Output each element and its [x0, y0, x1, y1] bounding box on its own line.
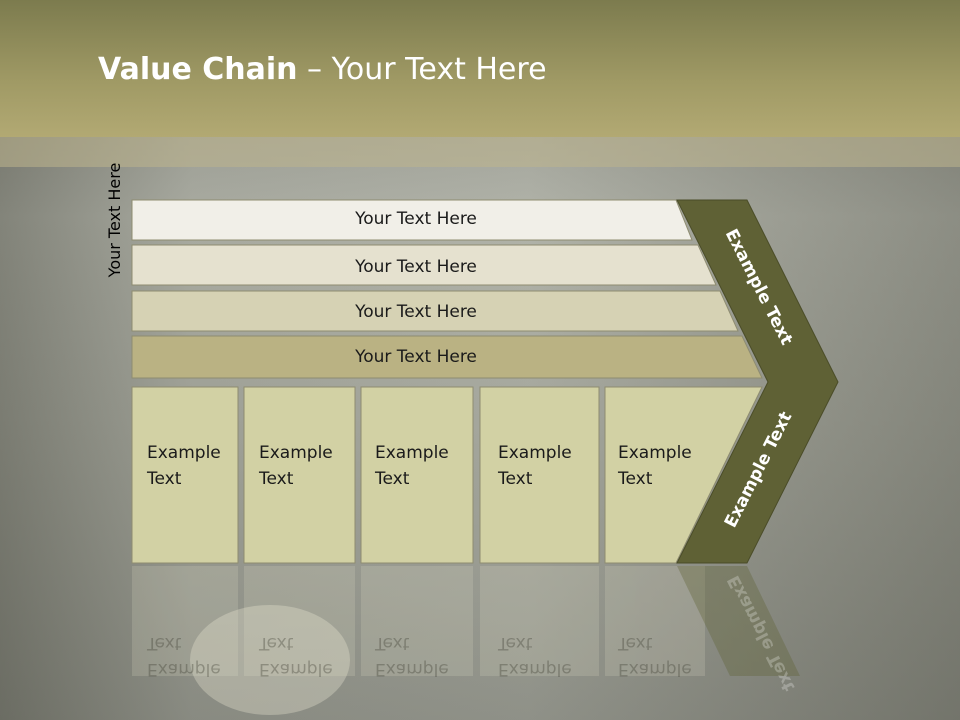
bar-3[interactable]	[131, 290, 739, 332]
header-band	[0, 0, 960, 137]
bar-4[interactable]	[131, 335, 763, 379]
bar-2-label: Your Text Here	[355, 257, 477, 277]
chevron-reflection	[677, 566, 800, 676]
header-sub-band	[0, 137, 960, 167]
page-title: Value Chain – Your Text Here	[98, 52, 547, 87]
reflection-group	[132, 566, 705, 676]
title-bold: Value Chain	[98, 52, 298, 87]
title-rest: – Your Text Here	[297, 52, 547, 87]
bar-1-label: Your Text Here	[355, 209, 477, 229]
box-2[interactable]	[243, 386, 356, 564]
box-1[interactable]	[131, 386, 239, 564]
bar-2[interactable]	[131, 244, 717, 286]
chevron-arrow[interactable]	[676, 199, 839, 564]
bar-3-label: Your Text Here	[355, 302, 477, 322]
figure-reflection	[190, 605, 350, 715]
bar-1[interactable]	[131, 199, 693, 241]
box-3[interactable]	[360, 386, 474, 564]
box-5[interactable]	[604, 386, 763, 564]
bar-4-label: Your Text Here	[355, 347, 477, 367]
box-4[interactable]	[479, 386, 600, 564]
